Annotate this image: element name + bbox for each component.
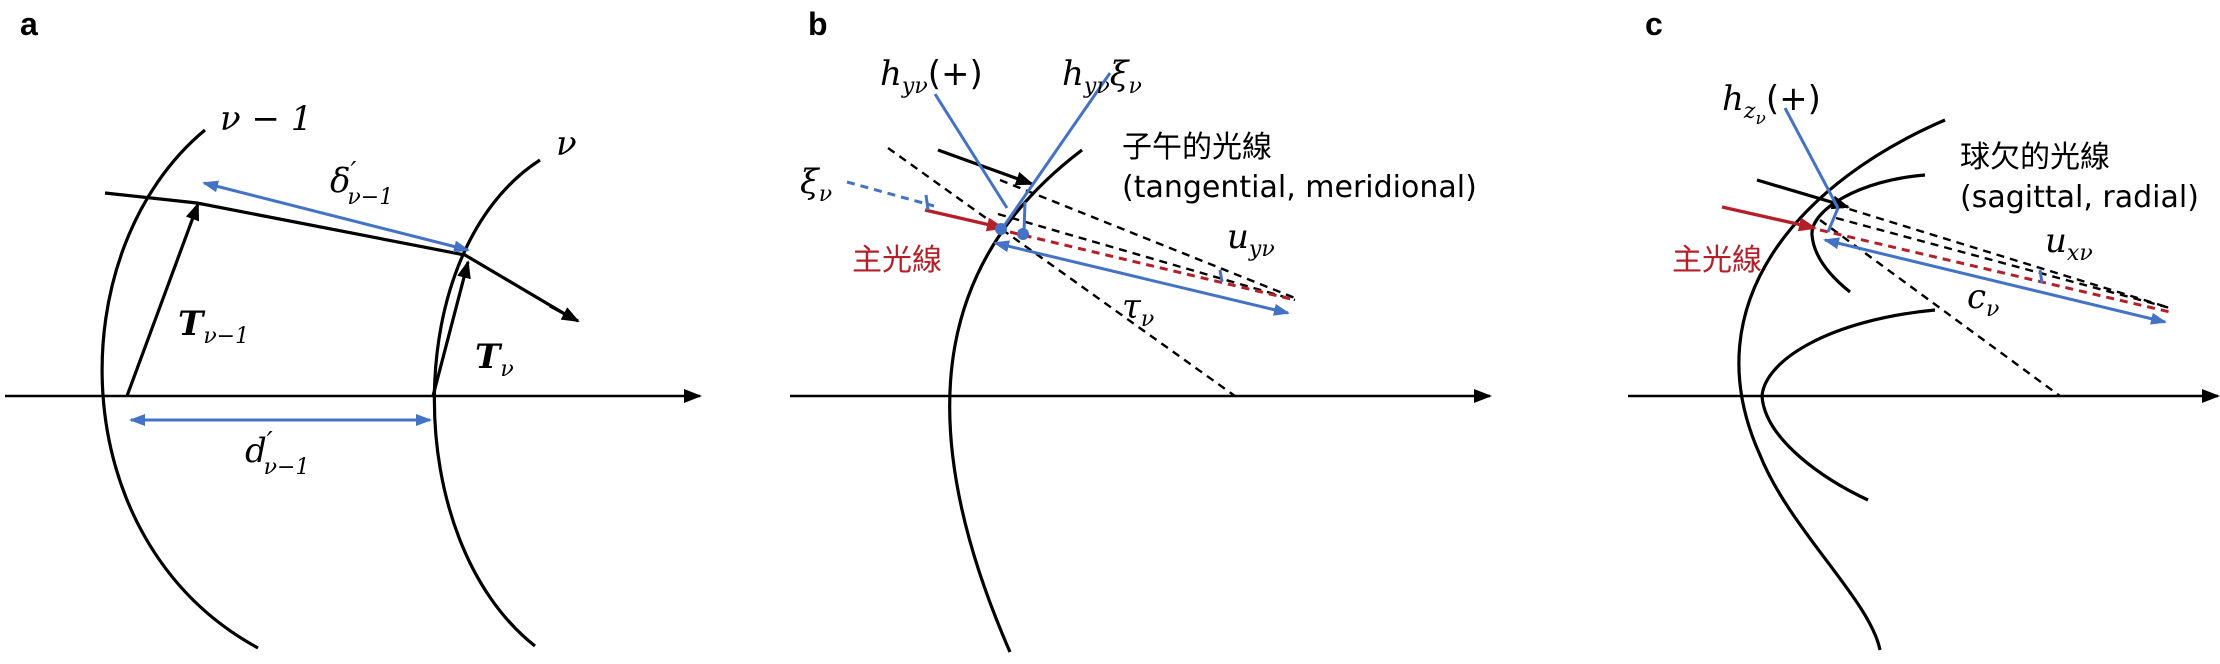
xi-tick-b: [924, 194, 930, 211]
label-h-xi-b: hyνξν: [1062, 54, 1142, 99]
label-t-prev: Tν−1: [178, 304, 249, 349]
surface-nu-minus-1: [100, 128, 259, 650]
label-title-en-c: (sagittal, radial): [1960, 180, 2199, 215]
panel-a: a ν − 1 ν δ′ν−1 Tν−1 Tν d′ν−1: [5, 6, 702, 650]
panel-letter-b: b: [808, 6, 828, 42]
ray-path-a: [104, 191, 576, 322]
surface-b: [948, 148, 1083, 653]
label-d: d′ν−1: [245, 427, 309, 480]
t-cur-vector: [431, 260, 471, 397]
sagittal-dashed-lower: [1835, 216, 2171, 310]
label-t-cur: Tν: [475, 337, 514, 382]
label-title-en-b: (tangential, meridional): [1122, 170, 1477, 205]
label-u-c: uxν: [2045, 221, 2093, 266]
label-chief-ray-c: 主光線: [1672, 243, 1762, 278]
h-small-c: [1826, 207, 1840, 233]
label-title-jp-c: 球欠的光線: [1960, 140, 2110, 175]
label-tau-b: τν: [1122, 287, 1154, 332]
tau-measure: [993, 240, 1290, 316]
u-tick-b: [1218, 269, 1224, 283]
ray-arrowhead-a: [549, 304, 580, 323]
label-title-jp-b: 子午的光線: [1122, 130, 1272, 165]
panel-b: b hyν(+) hyνξν 子午的光線 (tangential, meridi…: [790, 6, 1492, 653]
label-delta: δ′ν−1: [330, 157, 393, 210]
t-prev-vector: [125, 202, 200, 397]
label-h-plus-b: hyν(+): [880, 54, 983, 99]
point-b-2: [1017, 228, 1029, 240]
label-xi-b: ξν: [800, 162, 832, 207]
h-xi-leader-b: [1002, 72, 1112, 227]
panel-c: c hzν(+) 球欠的光線 (sagittal, radial) 主光線 ux…: [1628, 6, 2220, 651]
panel-letter-c: c: [1645, 6, 1663, 42]
label-u-b: uyν: [1227, 217, 1275, 262]
label-h-plus-c: hzν(+): [1722, 79, 1821, 129]
sagittal-dashed-upper: [1835, 203, 2171, 310]
label-c-c: cν: [1967, 277, 1999, 322]
incident-ray-b: [937, 148, 1034, 186]
tangential-dashed-upper: [999, 178, 1296, 300]
chief-ray-arrow-c: [1721, 205, 1817, 232]
panel-letter-a: a: [20, 6, 38, 42]
label-nu: ν: [556, 124, 577, 164]
label-nu-minus-1: ν − 1: [220, 99, 312, 139]
u-tick-c: [2038, 269, 2044, 284]
h-plus-leader-b: [933, 93, 1009, 209]
h-plus-leader-c: [1783, 107, 1840, 209]
sagittal-ellipse: [1760, 308, 1936, 502]
label-chief-ray-b: 主光線: [852, 243, 942, 278]
h-small-b: [1022, 201, 1027, 233]
surface-nu: [432, 158, 541, 648]
chief-ray-arrow-b: [924, 208, 1005, 232]
point-b-1: [995, 223, 1007, 235]
xi-dashed-b: [846, 180, 935, 208]
delta-measure: [202, 180, 470, 253]
c-measure: [1823, 237, 2167, 325]
incident-ray-c: [1756, 178, 1850, 210]
surface-c: [1737, 118, 1946, 651]
